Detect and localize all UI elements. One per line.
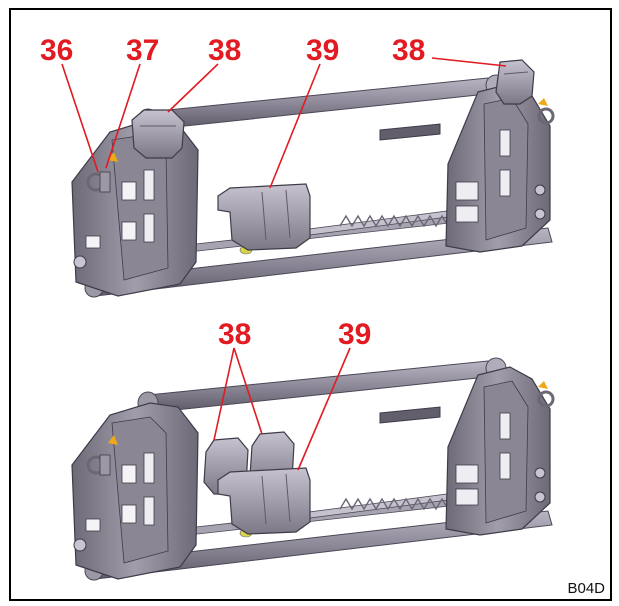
leader-lines — [61, 57, 507, 471]
callout-38-bottom: 38 — [218, 318, 251, 351]
callout-39-bottom: 39 — [338, 318, 371, 351]
callout-39-top: 39 — [306, 34, 339, 67]
callout-36: 36 — [40, 34, 73, 67]
bottom-view-illustration — [70, 356, 555, 582]
figure-reference-code: B04D — [567, 580, 605, 597]
callout-38-left: 38 — [208, 34, 241, 67]
top-view-illustration — [70, 59, 555, 299]
callout-37: 37 — [126, 34, 159, 67]
right-hook-top — [495, 59, 535, 105]
callout-38-right: 38 — [392, 34, 425, 67]
left-hook-top — [131, 109, 185, 159]
